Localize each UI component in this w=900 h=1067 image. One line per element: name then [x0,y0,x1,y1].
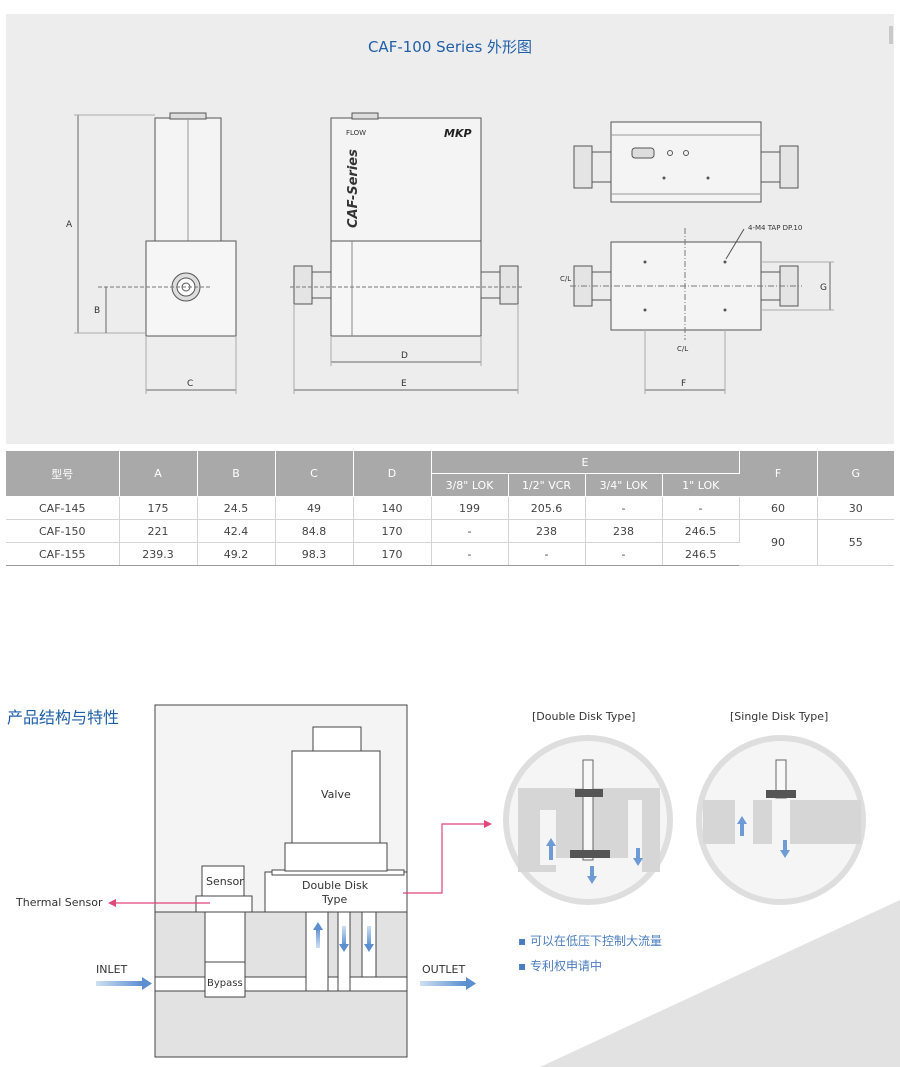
header-a: A [119,451,198,497]
table-cell: 221 [119,519,198,543]
header-model: 型号 [6,451,120,497]
table-cell: 24.5 [197,496,276,520]
header-e-sub: 1/2" VCR [508,473,586,497]
dim-label-g: G [820,283,827,293]
table-row: CAF-145 175 24.5 49 140 199 205.6 - - 60… [6,496,895,520]
table-cell: CAF-155 [6,542,120,566]
table-cell: 60 [739,496,818,520]
header-g: G [817,451,895,497]
corner-decoration [540,900,900,1067]
table-cell: 90 [739,519,818,566]
feature-item: ▪ 可以在低压下控制大流量 [518,934,662,948]
table-cell: 246.5 [662,519,740,543]
dim-label-d: D [401,351,408,361]
table-cell: 55 [817,519,895,566]
dim-label-b: B [94,306,100,316]
top-view: 4-M4 TAP DP.10 C/L C/L G F [560,224,834,394]
header-c: C [275,451,354,497]
feature-item: ▪ 专利权申请中 [518,959,602,973]
table-cell: CAF-150 [6,519,120,543]
dim-label-a: A [66,220,73,230]
table-row: CAF-155 239.3 49.2 98.3 170 - - - 246.5 [6,542,894,566]
disk-type-label-2: Type [322,893,348,906]
table-cell: - [508,542,586,566]
dim-label-e: E [401,379,407,389]
table-cell: - [431,519,509,543]
table-cell: 175 [119,496,198,520]
header-e-sub: 3/4" LOK [585,473,663,497]
device-cross-section [96,704,492,1058]
outlet-label: OUTLET [422,963,466,976]
sensor-label: Sensor [206,875,244,888]
table-cell: 199 [431,496,509,520]
table-cell: 98.3 [275,542,354,566]
table-row: CAF-150 221 42.4 84.8 170 - 238 238 246.… [6,519,895,566]
thermal-sensor-label: Thermal Sensor [16,896,103,909]
double-disk-detail [503,735,673,905]
disk-type-label: Double Disk [302,879,369,892]
centerline-label-bottom: C/L [677,345,688,353]
valve-label: Valve [321,788,351,801]
table-cell: - [662,496,740,520]
table-cell: 239.3 [119,542,198,566]
page-title: CAF-100 Series 外形图 [367,38,533,56]
flow-logo: FLOW [346,129,366,137]
table-cell: 170 [353,542,432,566]
table-cell: 246.5 [662,542,740,566]
tap-note: 4-M4 TAP DP.10 [748,224,802,232]
section-title: 产品结构与特性 [7,708,120,727]
header-b: B [197,451,276,497]
table-cell: - [585,496,663,520]
outline-drawings: A B C FLOW MKP CAF-Series D E [66,112,834,394]
series-mark: CAF-Series [346,149,361,228]
single-disk-type-title: [Single Disk Type] [730,710,829,723]
table-cell: - [431,542,509,566]
table-cell: 49.2 [197,542,276,566]
header-e-sub: 3/8" LOK [431,473,509,497]
table-cell: 238 [508,519,586,543]
dim-label-c: C [187,379,193,389]
table-cell: 140 [353,496,432,520]
header-e-sub: 1" LOK [662,473,740,497]
header-e: E [431,451,740,474]
bypass-label: Bypass [207,978,243,989]
single-disk-detail [696,735,866,905]
inlet-label: INLET [96,963,128,976]
table-cell: 42.4 [197,519,276,543]
header-f: F [739,451,818,497]
header-d: D [353,451,432,497]
mkp-logo: MKP [444,127,472,140]
side-view: A B C [66,112,237,394]
centerline-label-left: C/L [560,275,571,283]
spec-table: 型号 A B C D E F G 3/8" LOK 1/2" VCR 3/4" … [6,451,895,566]
table-cell: CAF-145 [6,496,120,520]
scroll-accent [889,26,893,44]
table-cell: 84.8 [275,519,354,543]
table-cell: 49 [275,496,354,520]
table-cell: - [585,542,663,566]
rear-view [573,121,799,203]
table-cell: 238 [585,519,663,543]
table-cell: 30 [817,496,895,520]
table-cell: 205.6 [508,496,586,520]
front-view: FLOW MKP CAF-Series D E [290,112,522,394]
double-disk-type-title: [Double Disk Type] [532,710,636,723]
table-cell: 170 [353,519,432,543]
dim-label-f: F [681,379,686,389]
